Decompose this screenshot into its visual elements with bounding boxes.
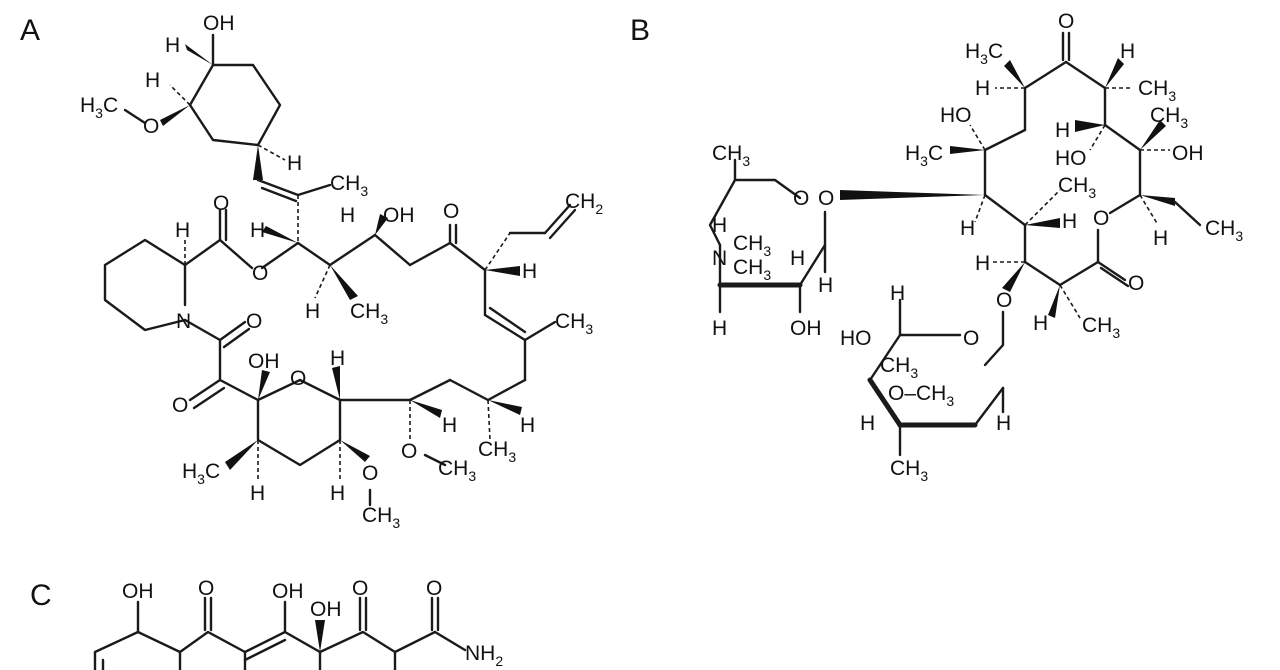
a-h3c-methoxy: H3C xyxy=(80,94,118,121)
a-h-pyran-low2: H xyxy=(330,482,345,505)
a-ch3-alkene: CH3 xyxy=(555,310,593,337)
a-h-left: H xyxy=(145,69,160,92)
c-o-3: O xyxy=(426,577,442,600)
a-n: N xyxy=(176,310,191,333)
b-h-ethyl: H xyxy=(1153,227,1168,250)
structure-a: OH H H H3C O H CH3 O H H H OH O CH2 O H … xyxy=(80,12,603,531)
b-ch3-mid: CH3 xyxy=(1058,174,1096,201)
b-h-dash: H xyxy=(975,252,990,275)
a-o-methoxy: O xyxy=(143,115,159,138)
c-oh-1: OH xyxy=(122,580,154,603)
a-h-mid: H xyxy=(340,204,355,227)
b-ho-cladinose: HO xyxy=(840,327,872,350)
b-ch3-n1: CH3 xyxy=(733,232,771,259)
a-o-amide: O xyxy=(246,310,262,333)
b-o-ketone: O xyxy=(1058,10,1074,33)
b-o-sugar-ring: O xyxy=(793,187,809,210)
c-o-1: O xyxy=(198,577,214,600)
b-h-sugar2: H xyxy=(790,247,805,270)
b-n-amine: N xyxy=(712,247,727,270)
a-oh-pyran: OH xyxy=(248,350,280,373)
b-o-cladinose-link: O xyxy=(996,289,1012,312)
b-h-low: H xyxy=(1033,312,1048,335)
b-h3c-left: H3C xyxy=(905,142,943,169)
b-oh-sugar: OH xyxy=(790,317,822,340)
b-ch3-cladinose-bottom: CH3 xyxy=(890,457,928,484)
b-ch3-desosamine: CH3 xyxy=(712,142,750,169)
a-ch3-branch: CH3 xyxy=(478,438,516,465)
a-ch3-methoxy2: CH3 xyxy=(438,457,476,484)
c-oh-2: OH xyxy=(272,580,304,603)
b-ch3-ethyl: CH3 xyxy=(1205,217,1243,244)
b-o-glycoside: O xyxy=(818,187,834,210)
a-o-methoxy2: O xyxy=(401,440,417,463)
a-ch3-vinyl: CH3 xyxy=(330,172,368,199)
b-h-top-right: H xyxy=(1120,40,1135,63)
a-h-pyran-low: H xyxy=(250,482,265,505)
b-h-cladinose-top: H xyxy=(890,282,905,305)
panel-label-b: B xyxy=(630,14,650,47)
a-h-allyl: H xyxy=(522,260,537,283)
a-o-diketone: O xyxy=(172,394,188,417)
b-h-top-left: H xyxy=(975,77,990,100)
a-h-pyran: H xyxy=(330,347,345,370)
a-o-pyran: O xyxy=(290,367,306,390)
a-ch3-low: CH3 xyxy=(350,300,388,327)
a-oh-mid: OH xyxy=(383,204,415,227)
b-o-cladinose-ring: O xyxy=(963,327,979,350)
a-oh-top: OH xyxy=(203,12,235,35)
a-h-low: H xyxy=(305,300,320,323)
a-h-top: H xyxy=(165,34,180,57)
b-h-cladinose-left: H xyxy=(860,412,875,435)
b-h-left-mid: H xyxy=(960,217,975,240)
structure-c: OH O OH OH O O NH2 xyxy=(93,577,503,670)
panel-label-a: A xyxy=(20,14,40,47)
b-h-mid-right: H xyxy=(1055,119,1070,142)
b-o-lactone: O xyxy=(1093,207,1109,230)
a-h-ester: H xyxy=(250,219,265,242)
a-h-ring: H xyxy=(287,152,302,175)
b-ch3-upper: CH3 xyxy=(1150,104,1188,131)
a-h-chain: H xyxy=(442,414,457,437)
b-o-carbonyl: O xyxy=(1128,272,1144,295)
a-o-ketone: O xyxy=(443,200,459,223)
structure-b: O H3C H H CH3 HO CH3 H H3C HO OH CH3 CH3… xyxy=(708,10,1243,484)
b-h3c-top: H3C xyxy=(965,40,1003,67)
a-o-ring: O xyxy=(252,262,268,285)
panel-label-c: C xyxy=(30,579,52,612)
a-h-chain2: H xyxy=(520,414,535,437)
b-h-sugar4: H xyxy=(712,317,727,340)
b-ho-left: HO xyxy=(940,104,972,127)
c-oh-3: OH xyxy=(310,598,342,621)
a-h-pip: H xyxy=(175,219,190,242)
b-o-ch3-cladinose: O–CH3 xyxy=(888,382,954,409)
b-oh-right: OH xyxy=(1172,142,1204,165)
a-o-ester: O xyxy=(213,192,229,215)
b-ch3-low: CH3 xyxy=(1082,314,1120,341)
a-ch3-methoxy3: CH3 xyxy=(362,504,400,531)
b-h-sugar1: H xyxy=(712,214,727,237)
b-ch3-cladinose: CH3 xyxy=(880,354,918,381)
a-h3c-pyran: H3C xyxy=(182,460,220,487)
c-o-2: O xyxy=(352,577,368,600)
b-ch3-n2: CH3 xyxy=(733,256,771,283)
b-h-cladinose-right: H xyxy=(996,412,1011,435)
b-h-mid: H xyxy=(1062,210,1077,233)
a-ch2-allyl: CH2 xyxy=(565,190,603,217)
b-h-sugar3: H xyxy=(818,274,833,297)
c-nh2: NH2 xyxy=(465,642,503,669)
b-ch3-top: CH3 xyxy=(1138,77,1176,104)
a-o-methoxy3: O xyxy=(362,462,378,485)
b-ho-right: HO xyxy=(1055,147,1087,170)
